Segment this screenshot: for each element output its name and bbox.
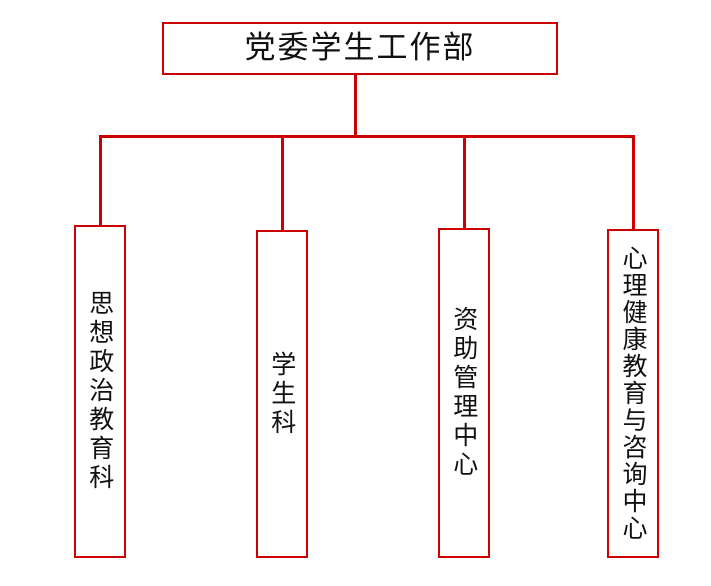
org-node-child-1-label: 思想政治教育科 [85,290,115,493]
org-node-child-1[interactable]: 思想政治教育科 [74,225,126,558]
org-node-child-3[interactable]: 资助管理中心 [438,228,490,558]
connector-drop-3 [463,135,466,228]
connector-drop-1 [99,135,102,225]
connector-drop-2 [281,135,284,230]
org-node-child-2[interactable]: 学生科 [256,230,308,558]
org-node-child-3-label: 资助管理中心 [449,306,479,480]
org-node-child-4-label: 心理健康教育与咨询中心 [619,245,648,542]
org-node-child-4[interactable]: 心理健康教育与咨询中心 [607,229,659,558]
connector-horizontal-bus [99,135,635,138]
org-node-root-label: 党委学生工作部 [244,30,476,66]
connector-root-stem [354,75,357,137]
org-node-root[interactable]: 党委学生工作部 [162,22,558,75]
org-node-child-2-label: 学生科 [267,350,297,438]
connector-drop-4 [632,135,635,229]
